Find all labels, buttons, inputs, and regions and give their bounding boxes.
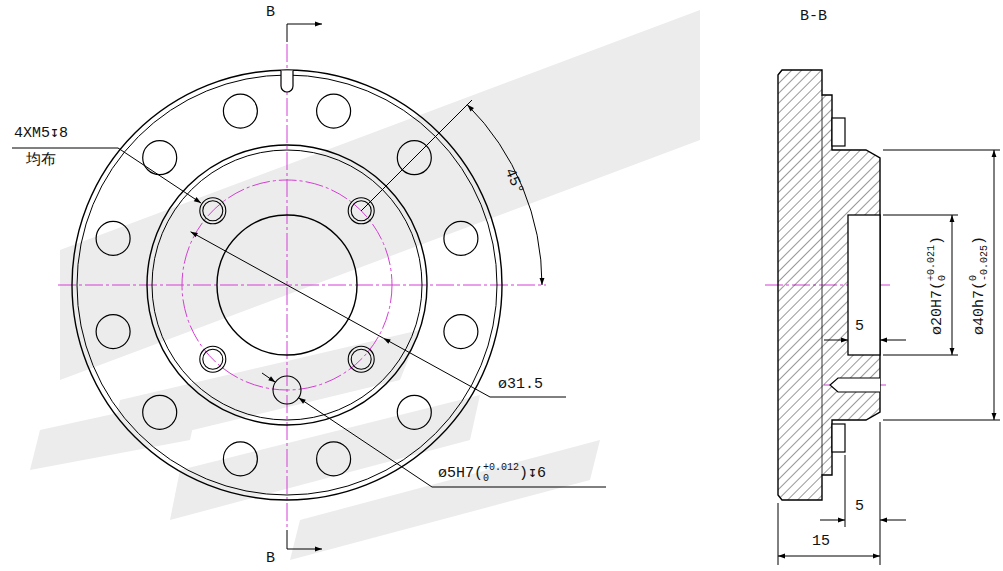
tolerance-value: +0.012 <box>483 463 519 474</box>
length-dimension: 15 <box>812 533 830 550</box>
tolerance-stack: 0-0.025 <box>969 244 990 280</box>
tolerance-stack: +0.0210 <box>927 244 948 280</box>
dimension-text: ø20H7( <box>928 281 945 335</box>
tolerance-value: 0 <box>483 474 519 485</box>
fit-dimension: ø40h7(0-0.025) <box>969 235 990 334</box>
dimension-text: )↧6 <box>519 465 546 482</box>
tolerance-value: -0.025 <box>979 244 990 280</box>
dimension-text: ) <box>928 235 945 244</box>
length-dimension: 5 <box>855 498 864 515</box>
front-dimensions <box>12 24 606 549</box>
length-dimension: 5 <box>855 318 864 335</box>
dimension-text: ) <box>970 235 987 244</box>
section-view <box>778 70 880 500</box>
tolerance-stack: +0.0120 <box>483 463 519 484</box>
tolerance-value: 0 <box>969 244 980 280</box>
section-letter: B <box>266 550 275 567</box>
dimension-text: ø5H7( <box>438 465 483 482</box>
section-title: B-B <box>800 8 827 25</box>
tolerance-value: 0 <box>937 244 948 280</box>
thread-callout: 4XM5↧8 <box>14 125 68 142</box>
watermark <box>30 10 700 560</box>
note-text: 均布 <box>26 152 56 169</box>
dimension-text: ø40h7( <box>970 281 987 335</box>
section-letter: B <box>266 4 275 21</box>
section-dimensions <box>778 150 1000 565</box>
diameter-dimension: ø31.5 <box>498 376 543 393</box>
fit-dimension: ø20H7(+0.0210) <box>927 235 948 334</box>
fit-dimension: ø5H7(+0.0120)↧6 <box>438 463 546 484</box>
center-lines <box>58 44 890 530</box>
front-view <box>72 70 502 500</box>
tolerance-value: +0.021 <box>927 244 938 280</box>
